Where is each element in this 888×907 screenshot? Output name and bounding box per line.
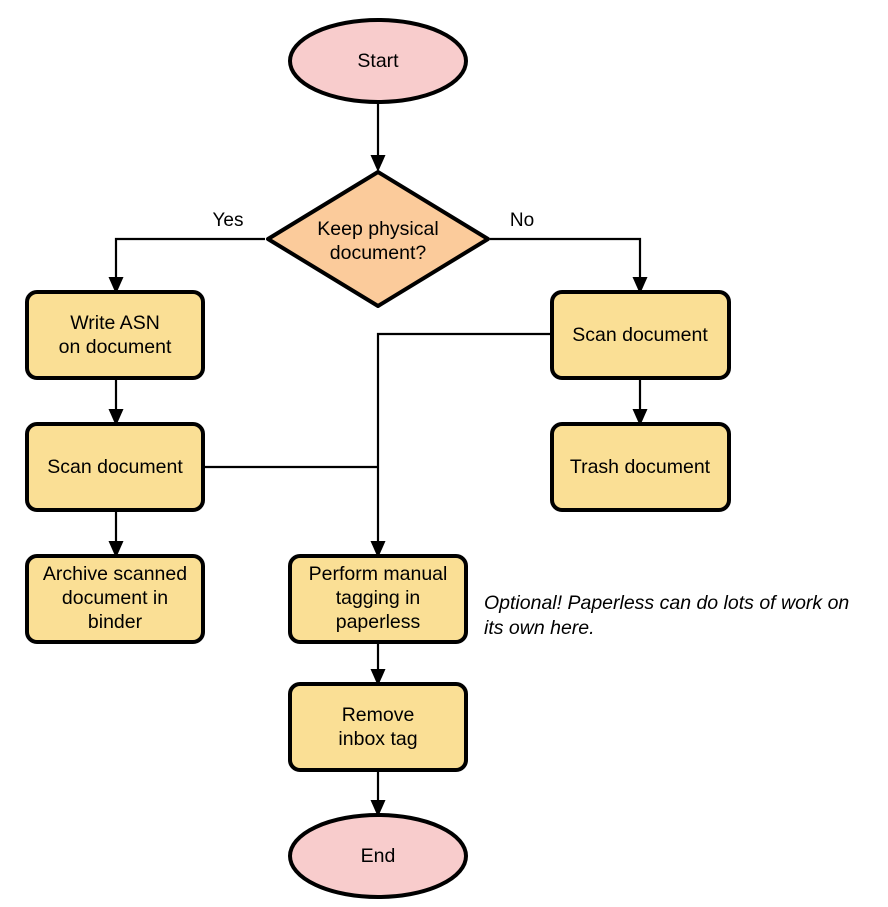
start-ellipse [288, 18, 468, 104]
node-remove-inbox-tag[interactable]: Remove inbox tag [288, 682, 468, 772]
node-scan-document-right[interactable]: Scan document [550, 290, 731, 380]
edge-scan-right-to-trash [632, 378, 648, 426]
trash-document-label: Trash document [570, 456, 711, 478]
end-label: End [361, 845, 396, 867]
write-asn-label-line1: Write ASN [70, 312, 160, 334]
end-ellipse [288, 813, 468, 899]
decision-diamond [266, 170, 490, 308]
archive-binder-box [25, 554, 205, 644]
node-scan-document-left[interactable]: Scan document [25, 422, 205, 512]
edge-write-asn-to-scan-left [108, 378, 124, 426]
node-write-asn-on-document[interactable]: Write ASN on document [25, 290, 205, 380]
scan-document-left-label: Scan document [47, 456, 183, 478]
remove-inbox-tag-label-line1: Remove [342, 704, 415, 726]
decision-label-line1: Keep physical [317, 218, 438, 240]
edge-label-no: No [510, 210, 534, 231]
edge-decision-to-write-asn [108, 237, 265, 294]
scan-document-right-box [550, 290, 731, 380]
start-label: Start [357, 50, 399, 72]
remove-inbox-tag-label-line2: inbox tag [338, 728, 417, 750]
remove-inbox-tag-box [288, 682, 468, 772]
write-asn-box [25, 290, 205, 380]
manual-tagging-label-line1: Perform manual [309, 563, 448, 585]
scan-document-left-box [25, 422, 205, 512]
scan-document-right-label: Scan document [572, 324, 708, 346]
trash-document-box [550, 422, 731, 512]
node-trash-document[interactable]: Trash document [550, 422, 731, 512]
write-asn-label-line2: on document [59, 336, 172, 358]
node-end[interactable]: End [288, 813, 468, 899]
node-start[interactable]: Start [288, 18, 468, 104]
annotation-optional-note: Optional! Paperless can do lots of work … [484, 592, 849, 639]
edge-scan-right-to-manual-tagging [370, 332, 552, 558]
node-decision-keep-physical-document[interactable]: Keep physical document? [266, 170, 490, 308]
optional-note-line1: Optional! Paperless can do lots of work … [484, 592, 849, 614]
optional-note-line2: its own here. [484, 617, 595, 639]
node-archive-scanned-document-in-binder[interactable]: Archive scanned document in binder [25, 554, 205, 644]
node-perform-manual-tagging[interactable]: Perform manual tagging in paperless [288, 554, 468, 644]
edge-start-to-decision [370, 103, 386, 172]
manual-tagging-label-line2: tagging in [336, 587, 421, 609]
manual-tagging-label-line3: paperless [336, 611, 421, 633]
edge-label-yes: Yes [213, 210, 244, 231]
decision-label-line2: document? [330, 242, 427, 264]
edge-manual-tagging-to-remove-inbox [370, 642, 386, 686]
archive-binder-label-line1: Archive scanned [43, 563, 187, 585]
edge-scan-left-to-archive [108, 510, 124, 558]
edge-remove-inbox-to-end [370, 770, 386, 817]
edge-decision-to-scan-right [490, 237, 648, 294]
archive-binder-label-line2: document in [62, 587, 168, 609]
archive-binder-label-line3: binder [88, 611, 143, 633]
manual-tagging-box [288, 554, 468, 644]
